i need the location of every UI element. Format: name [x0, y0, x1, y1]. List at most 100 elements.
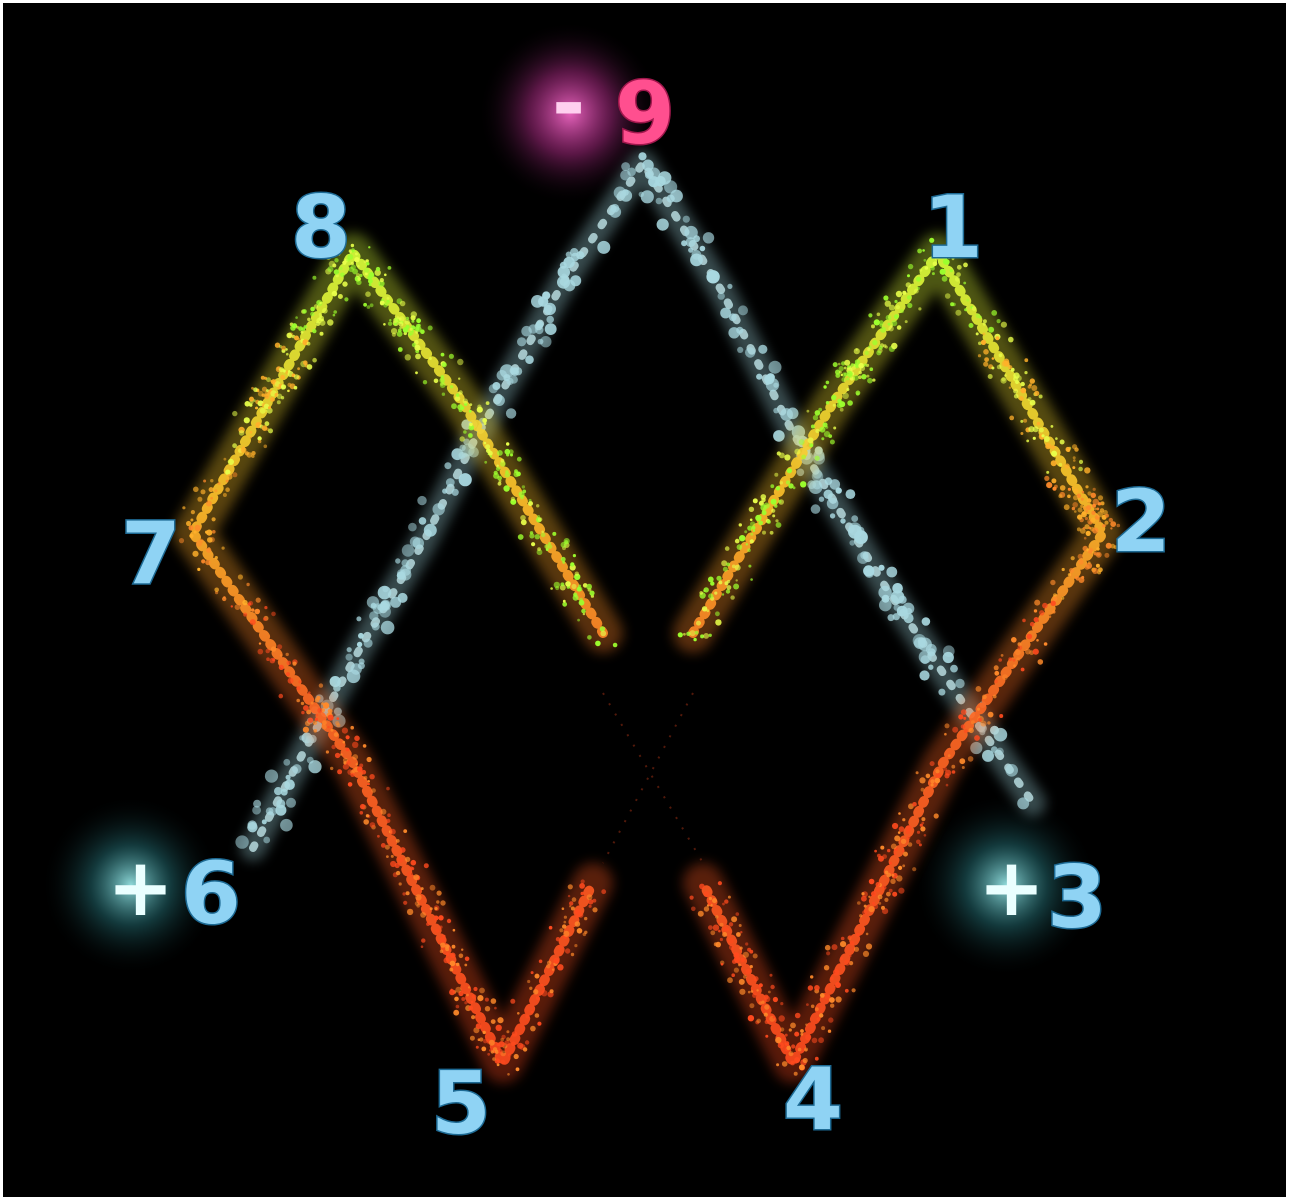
- sparkle: [1082, 511, 1086, 515]
- sparkle: [1051, 478, 1056, 483]
- sparkle: [844, 959, 850, 965]
- sparkle: [1104, 553, 1109, 558]
- sparkle: [907, 303, 912, 308]
- mist-dot: [840, 518, 845, 523]
- sparkle: [307, 364, 313, 370]
- sparkle: [201, 559, 205, 563]
- mist-dot: [417, 496, 426, 505]
- sparkle: [912, 867, 916, 871]
- sparkle: [449, 989, 455, 995]
- sparkle: [457, 404, 463, 410]
- sparkle: [411, 860, 417, 866]
- mist-dot: [444, 462, 451, 469]
- sparkle: [254, 609, 260, 615]
- sparkle: [728, 896, 731, 899]
- sparkle: [445, 947, 449, 951]
- sparkle: [690, 896, 694, 900]
- sparkle: [739, 979, 745, 985]
- sparkle: [328, 715, 334, 721]
- sparkle: [775, 1037, 781, 1043]
- sparkle: [1028, 397, 1032, 401]
- mist-dot: [888, 614, 895, 621]
- sparkle: [258, 649, 264, 655]
- sparkle: [333, 314, 336, 317]
- sparkle: [698, 911, 704, 917]
- sparkle: [748, 991, 751, 994]
- sparkle: [350, 773, 354, 777]
- sparkle: [351, 262, 354, 265]
- sparkle: [541, 533, 546, 538]
- sparkle: [1061, 596, 1064, 599]
- sparkle: [388, 322, 392, 326]
- sparkle: [440, 900, 445, 905]
- mist-dot: [849, 540, 855, 546]
- sparkle: [531, 542, 535, 546]
- sparkle: [563, 600, 566, 603]
- sparkle: [444, 958, 450, 964]
- sparkle: [366, 814, 369, 817]
- sparkle: [818, 1037, 824, 1043]
- sparkle: [709, 897, 712, 900]
- sparkle: [456, 1005, 460, 1009]
- sparkle: [288, 370, 291, 373]
- sparkle: [214, 588, 219, 593]
- sparkle: [364, 268, 369, 273]
- sparkle: [825, 945, 831, 951]
- sparkle: [314, 304, 318, 308]
- sparkle: [821, 437, 824, 440]
- sparkle: [1031, 385, 1037, 391]
- sparkle: [421, 945, 424, 948]
- sparkle: [241, 447, 247, 453]
- sparkle: [194, 531, 197, 534]
- sparkle: [1051, 425, 1054, 428]
- sparkle: [1077, 527, 1081, 531]
- sparkle: [478, 1038, 481, 1041]
- sparkle: [1060, 485, 1066, 491]
- sparkle: [562, 907, 565, 910]
- sparkle: [906, 825, 912, 831]
- mist-dot: [656, 198, 663, 205]
- sparkle: [994, 665, 999, 670]
- sparkle: [750, 578, 753, 581]
- sparkle: [914, 289, 919, 294]
- sparkle: [780, 1027, 784, 1031]
- sparkle: [437, 891, 442, 896]
- sparkle: [972, 306, 977, 311]
- mist-dot: [824, 490, 833, 499]
- sparkle: [793, 486, 796, 489]
- sparkle: [1025, 649, 1031, 655]
- sparkle: [858, 375, 862, 379]
- sparkle: [207, 537, 213, 543]
- sparkle: [310, 312, 314, 316]
- sparkle: [740, 947, 743, 950]
- sparkle: [593, 899, 597, 903]
- sparkle: [826, 951, 830, 955]
- mist-dot: [1017, 797, 1029, 809]
- sparkle: [499, 1041, 505, 1047]
- sparkle: [398, 347, 403, 352]
- sparkle: [959, 758, 965, 764]
- sparkle: [583, 933, 587, 937]
- mist-dot: [330, 676, 341, 687]
- sparkle: [344, 297, 348, 301]
- sparkle: [564, 916, 567, 919]
- sparkle: [413, 874, 419, 880]
- sparkle: [896, 305, 900, 309]
- sparkle: [363, 303, 367, 307]
- sparkle: [884, 898, 888, 902]
- sparkle: [733, 952, 739, 958]
- sparkle: [363, 744, 367, 748]
- sparkle: [519, 491, 525, 497]
- sparkle: [746, 543, 748, 545]
- sparkle: [916, 277, 921, 282]
- sparkle: [405, 857, 410, 862]
- sparkle: [1030, 622, 1035, 627]
- sparkle: [739, 535, 745, 541]
- sparkle: [1067, 449, 1070, 452]
- sparkle: [1099, 520, 1102, 523]
- sparkle: [850, 941, 855, 946]
- sparkle: [772, 514, 775, 517]
- sparkle: [356, 273, 360, 277]
- sparkle: [896, 875, 902, 881]
- sparkle: [560, 582, 564, 586]
